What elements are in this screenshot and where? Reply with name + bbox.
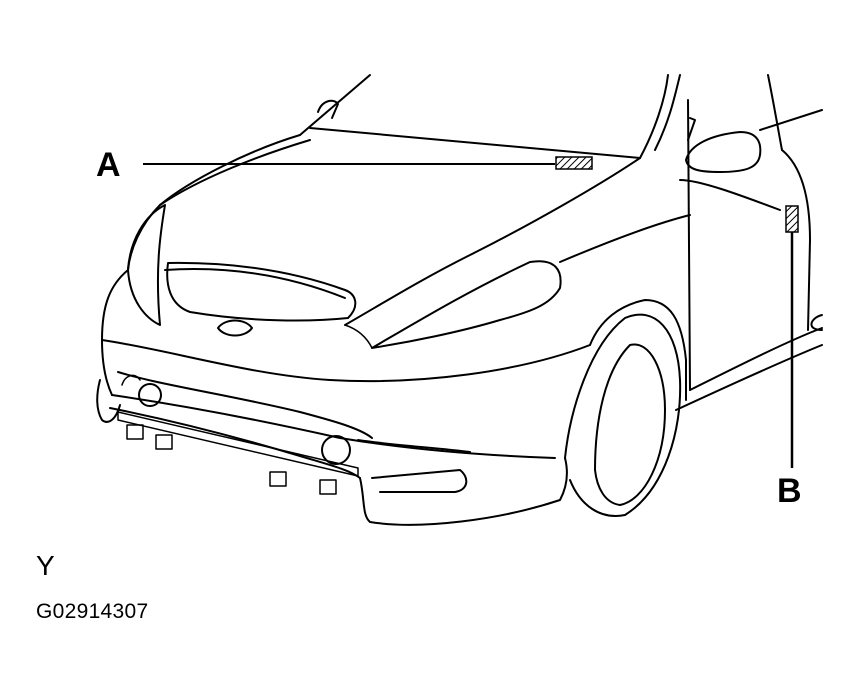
label-a-plate (555, 156, 593, 170)
hood-outline (127, 134, 641, 326)
side-mirror (685, 131, 762, 173)
right-headlight (371, 260, 562, 349)
label-b-plate (785, 205, 799, 233)
door-outline (675, 74, 823, 411)
right-fog-light (321, 435, 351, 465)
front-fender (559, 179, 781, 401)
callout-b-label: B (777, 472, 802, 510)
view-letter: Y (36, 550, 55, 581)
left-headlight (127, 204, 166, 326)
wiper-arm (317, 99, 339, 119)
callout-a-label: A (96, 146, 121, 184)
upper-grille (166, 261, 357, 322)
lower-intake (117, 411, 359, 495)
left-fog-light (138, 383, 162, 407)
windshield-outline (299, 74, 681, 159)
figure-id: G02914307 (36, 600, 149, 623)
emblem (217, 319, 253, 337)
front-bumper (96, 269, 591, 526)
front-wheel (564, 313, 682, 517)
